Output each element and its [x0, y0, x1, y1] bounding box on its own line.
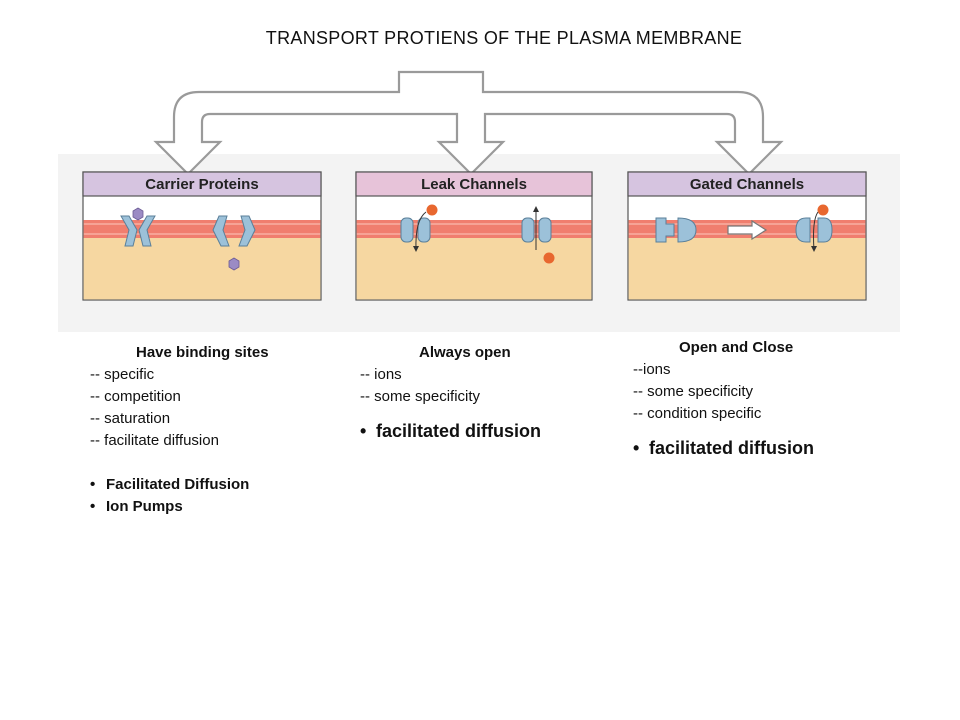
leak-channel-protein	[521, 217, 552, 243]
leak-channels-notes: Always open -- ions -- some specificity …	[360, 342, 600, 444]
open-transition-arrow	[727, 219, 768, 241]
bullet-item: Ion Pumps	[90, 496, 330, 518]
list-item: --ions	[633, 361, 671, 378]
panel-label: Carrier Proteins	[145, 176, 258, 193]
column-heading: Open and Close	[679, 339, 794, 356]
list-item: -- saturation	[90, 410, 171, 427]
list-item: -- facilitate diffusion	[90, 432, 219, 449]
leak-channel-protein	[400, 217, 431, 243]
ion	[817, 204, 829, 216]
panel-label: Gated Channels	[690, 176, 804, 193]
list-item: -- some specificity	[360, 388, 481, 405]
cytoplasm	[628, 238, 866, 300]
list-item: -- condition specific	[633, 405, 762, 422]
bullet-item: Facilitated Diffusion	[90, 474, 330, 496]
bullet-item: facilitated diffusion	[360, 418, 600, 444]
panel-carrier-proteins: Carrier Proteins	[82, 171, 322, 301]
ion	[426, 204, 438, 216]
solute-molecule	[132, 207, 144, 221]
list-item: -- specific	[90, 366, 155, 383]
panel-header	[627, 171, 867, 197]
panel-header	[82, 171, 322, 197]
transport-proteins-diagram: Carrier Proteins Leak Channels	[58, 70, 900, 332]
slide-title: TRANSPORT PROTIENS OF THE PLASMA MEMBRAN…	[265, 28, 743, 48]
cytoplasm	[83, 238, 321, 300]
column-heading: Always open	[419, 344, 511, 361]
gated-channel-closed	[655, 217, 697, 243]
bullet-item: facilitated diffusion	[633, 435, 893, 461]
carrier-proteins-notes: Have binding sites -- specific -- compet…	[90, 342, 330, 518]
gated-channel-open	[795, 217, 833, 243]
panel-label: Leak Channels	[421, 176, 527, 193]
carrier-protein-open-out	[120, 215, 156, 247]
solute-molecule	[228, 257, 240, 271]
panel-leak-channels: Leak Channels	[355, 171, 593, 301]
list-item: -- some specificity	[633, 383, 754, 400]
carrier-protein-open-in	[212, 215, 256, 247]
ion-path-arrow	[415, 211, 427, 251]
column-heading: Have binding sites	[136, 344, 269, 361]
ion	[543, 252, 555, 264]
gated-channels-notes: Open and Close --ions -- some specificit…	[633, 337, 893, 461]
membrane	[83, 220, 321, 238]
ion-path-arrow	[813, 211, 819, 251]
panel-header	[355, 171, 593, 197]
branching-arrow	[153, 70, 784, 176]
membrane	[356, 220, 592, 238]
cytoplasm	[356, 238, 592, 300]
panel-gated-channels: Gated Channels	[627, 171, 867, 301]
list-item: -- ions	[360, 366, 402, 383]
list-item: -- competition	[90, 388, 181, 405]
